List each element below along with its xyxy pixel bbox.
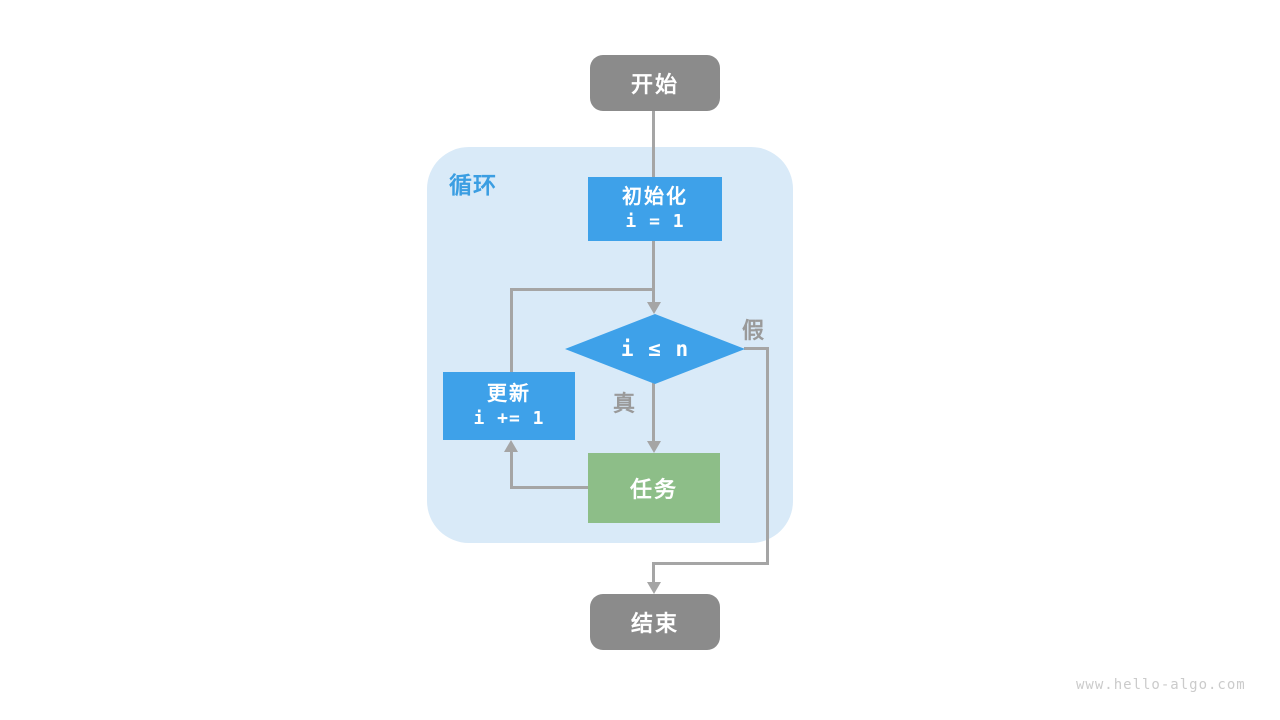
arrowhead-into-task [647,441,661,453]
arrowhead-into-condition [647,302,661,314]
end-node-label: 结束 [630,611,679,636]
connector-update-loopback-vertical [510,288,513,373]
update-node-code: i += 1 [473,408,545,429]
connector-condition-to-task [652,383,655,443]
connector-false-branch-horizontal-2 [652,562,769,565]
update-node-title: 更新 [487,383,531,405]
start-node: 开始 [590,55,720,111]
connector-task-to-update-vertical [510,452,513,489]
connector-task-to-update-horizontal [510,486,590,489]
init-node: 初始化 i = 1 [588,177,722,241]
connector-false-branch-horizontal-1 [744,347,768,350]
watermark: www.hello-algo.com [1076,677,1246,693]
task-node-label: 任务 [629,477,678,502]
arrowhead-into-update [504,440,518,452]
start-node-label: 开始 [630,72,679,97]
connector-false-branch-vertical [766,347,769,565]
loop-region-label: 循环 [449,172,497,198]
arrowhead-into-end [647,582,661,594]
connector-update-loopback-horizontal [510,288,655,291]
connector-to-end [652,562,655,584]
init-node-title: 初始化 [622,186,688,208]
condition-expression: i ≤ n [620,337,690,361]
init-node-code: i = 1 [625,211,685,232]
connector-init-to-condition [652,241,655,303]
true-branch-label: 真 [613,391,636,416]
end-node: 结束 [590,594,720,650]
update-node: 更新 i += 1 [443,372,575,440]
connector-start-to-init [652,110,655,178]
task-node: 任务 [588,453,720,523]
false-branch-label: 假 [742,318,765,343]
